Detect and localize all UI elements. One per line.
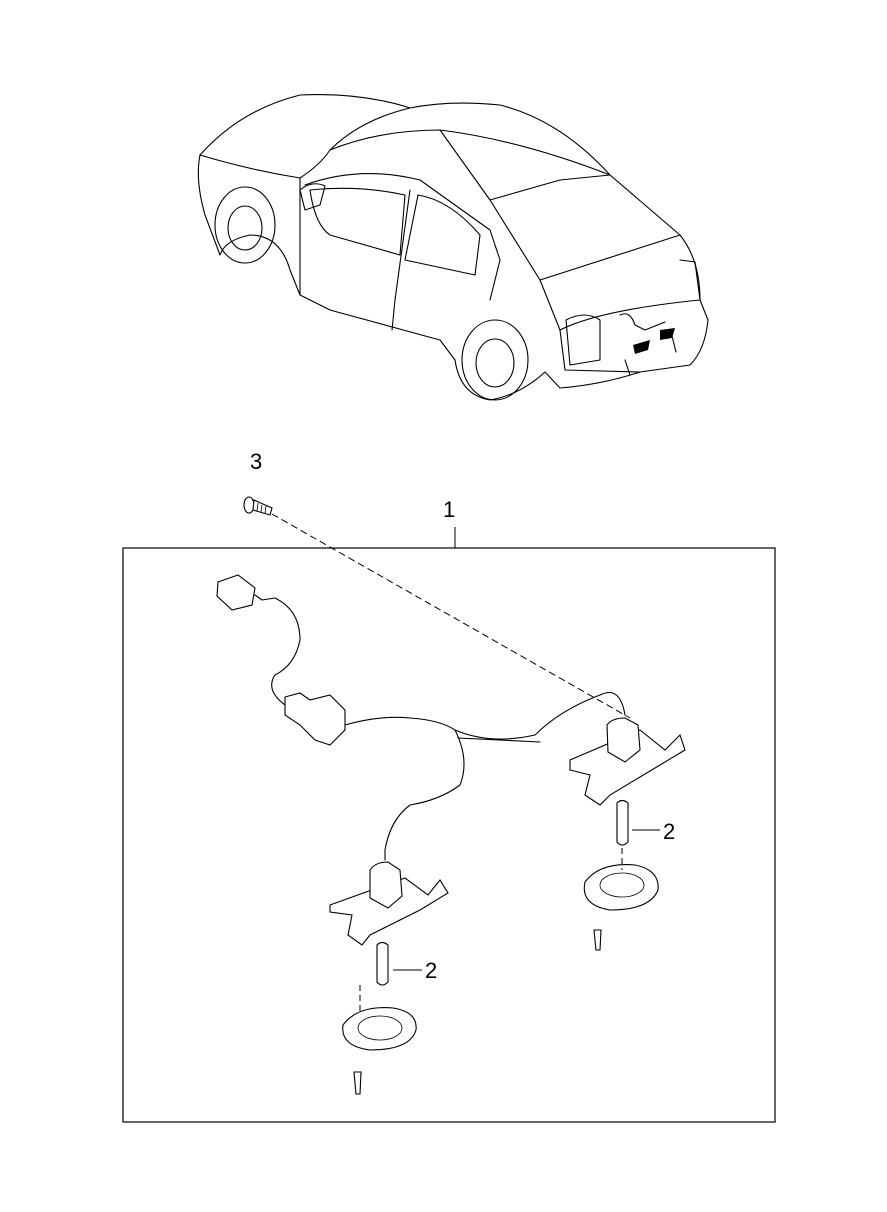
screw-3 <box>243 496 273 516</box>
dashed-leader <box>271 513 631 719</box>
callout-1: 1 <box>443 497 456 522</box>
wiring-harness <box>216 574 626 861</box>
callout-2-left: 2 <box>425 958 438 983</box>
lamp-housing-left <box>329 861 449 1095</box>
lamp-housing-right <box>569 717 686 951</box>
callout-3: 3 <box>250 449 263 474</box>
assembly-box <box>122 547 776 1123</box>
car-illustration <box>197 93 709 401</box>
callout-2-right: 2 <box>663 819 676 844</box>
